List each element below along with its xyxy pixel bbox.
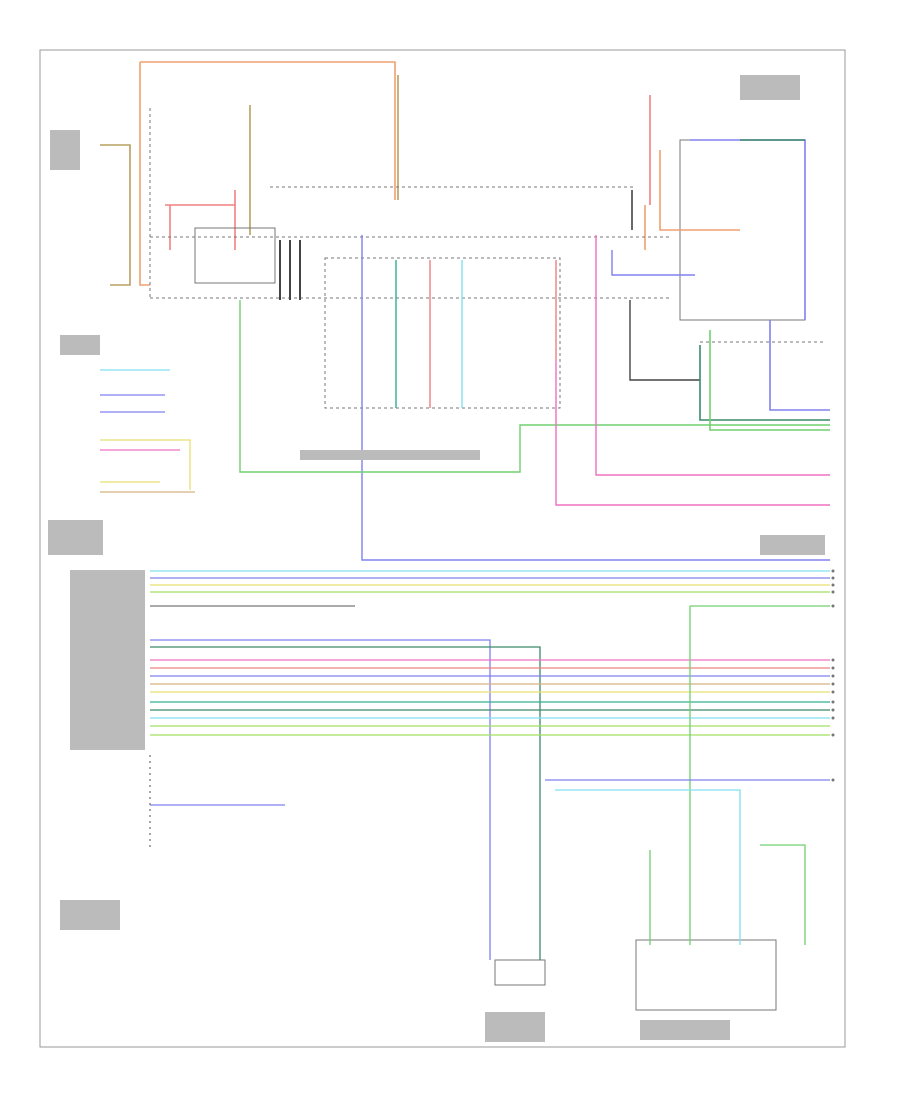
middle-wires	[239, 235, 830, 561]
dark-bus	[279, 240, 301, 300]
label-blocks	[48, 75, 825, 1042]
harness-wires	[149, 570, 830, 960]
relay-area-wires	[659, 139, 830, 431]
diagram-frame	[39, 49, 846, 1048]
left-signal-wires	[100, 369, 195, 493]
module-boxes	[194, 139, 806, 1011]
bus-lines	[149, 108, 825, 343]
top-power-section	[100, 61, 651, 286]
connector-pins	[831, 569, 835, 782]
